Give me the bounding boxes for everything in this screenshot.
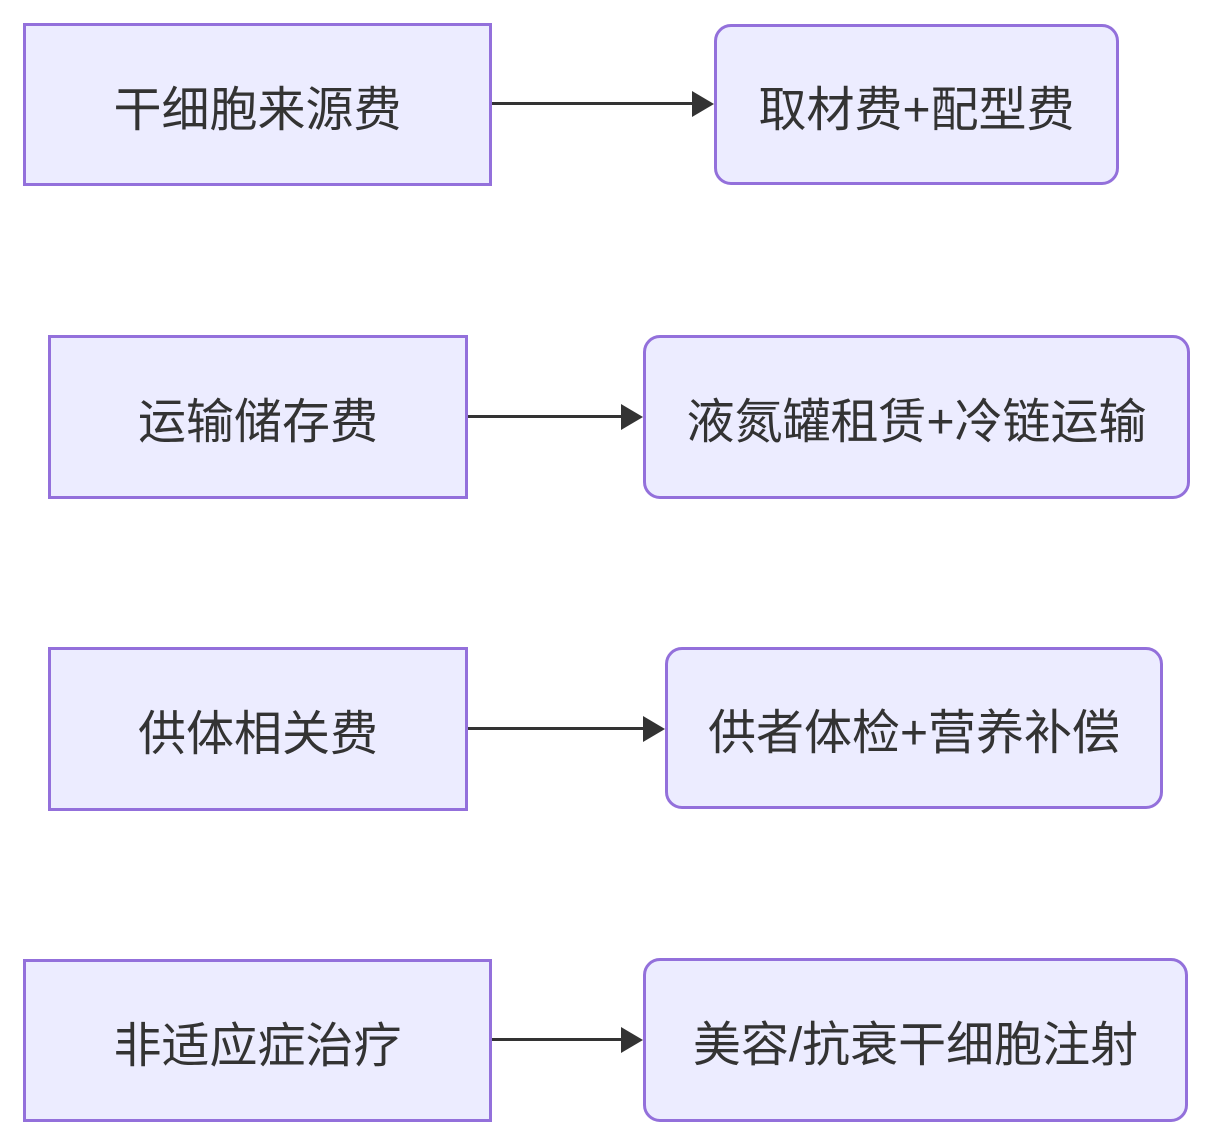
node-nitrogen-tank-coldchain: 液氮罐租赁+冷链运输	[643, 335, 1190, 499]
connector-line-row3	[468, 727, 644, 730]
node-stemcell-source-fee: 干细胞来源费	[23, 23, 492, 186]
node-donor-checkup-nutrition: 供者体检+营养补偿	[665, 647, 1163, 809]
arrow-right-icon-row1	[692, 91, 714, 117]
connector-line-row1	[492, 102, 693, 105]
node-cosmetic-antiaging-injection: 美容/抗衰干细胞注射	[643, 958, 1188, 1122]
node-donor-related-fee: 供体相关费	[48, 647, 468, 811]
node-non-indication-treatment: 非适应症治疗	[23, 959, 492, 1122]
arrow-right-icon-row2	[621, 404, 643, 430]
connector-line-row2	[468, 415, 622, 418]
node-collection-matching-fee: 取材费+配型费	[714, 24, 1119, 185]
connector-line-row4	[492, 1038, 622, 1041]
arrow-right-icon-row3	[643, 716, 665, 742]
arrow-right-icon-row4	[621, 1027, 643, 1053]
node-transport-storage-fee: 运输储存费	[48, 335, 468, 499]
